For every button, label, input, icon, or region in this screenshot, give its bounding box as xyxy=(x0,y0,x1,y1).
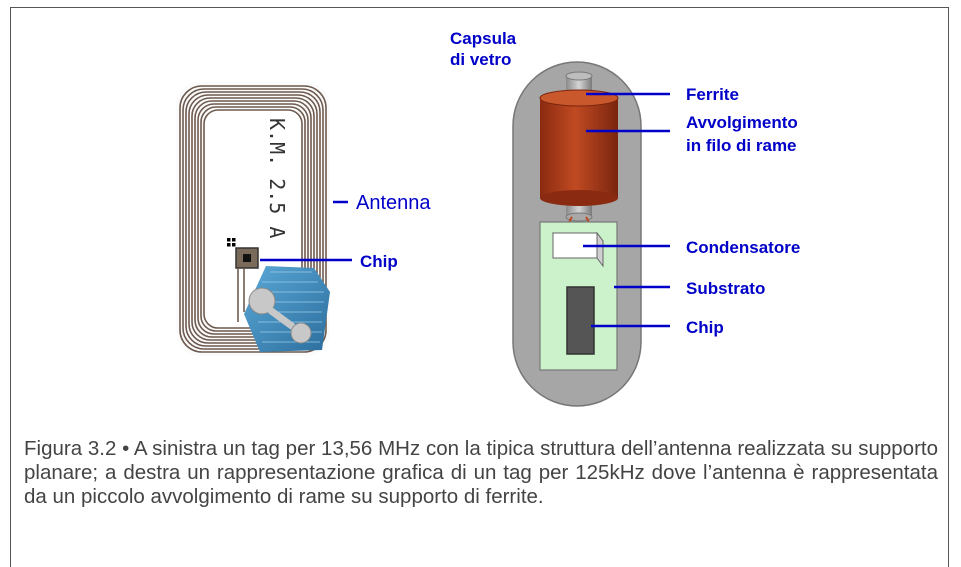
capsule-label-line1: Capsula xyxy=(450,29,517,48)
capacitor-label: Condensatore xyxy=(686,238,800,257)
chip-label-left: Chip xyxy=(360,252,398,271)
ferrite-label: Ferrite xyxy=(686,85,739,104)
glass-capsule xyxy=(512,61,642,407)
figure-frame xyxy=(10,7,949,567)
bridge-patch xyxy=(244,266,330,352)
capsule-label-line2: di vetro xyxy=(450,50,511,69)
rfid-tags-figure: K.M. 2.5 A xyxy=(176,29,801,407)
chip-marking: K.M. 2.5 A xyxy=(265,118,289,238)
chip-die xyxy=(566,286,595,355)
chip-label-right: Chip xyxy=(686,318,724,337)
copper-winding xyxy=(539,89,619,206)
alignment-mark-icon xyxy=(227,238,236,247)
winding-label-line1: Avvolgimento xyxy=(686,113,798,132)
antenna-coil xyxy=(179,85,327,353)
figure-caption: Figura 3.2 • A sinistra un tag per 13,56… xyxy=(24,437,938,508)
planar-tag: K.M. 2.5 A xyxy=(176,82,330,356)
antenna-label: Antenna xyxy=(356,192,431,214)
substrate-label: Substrato xyxy=(686,279,765,298)
winding-label-line2: in filo di rame xyxy=(686,136,797,155)
